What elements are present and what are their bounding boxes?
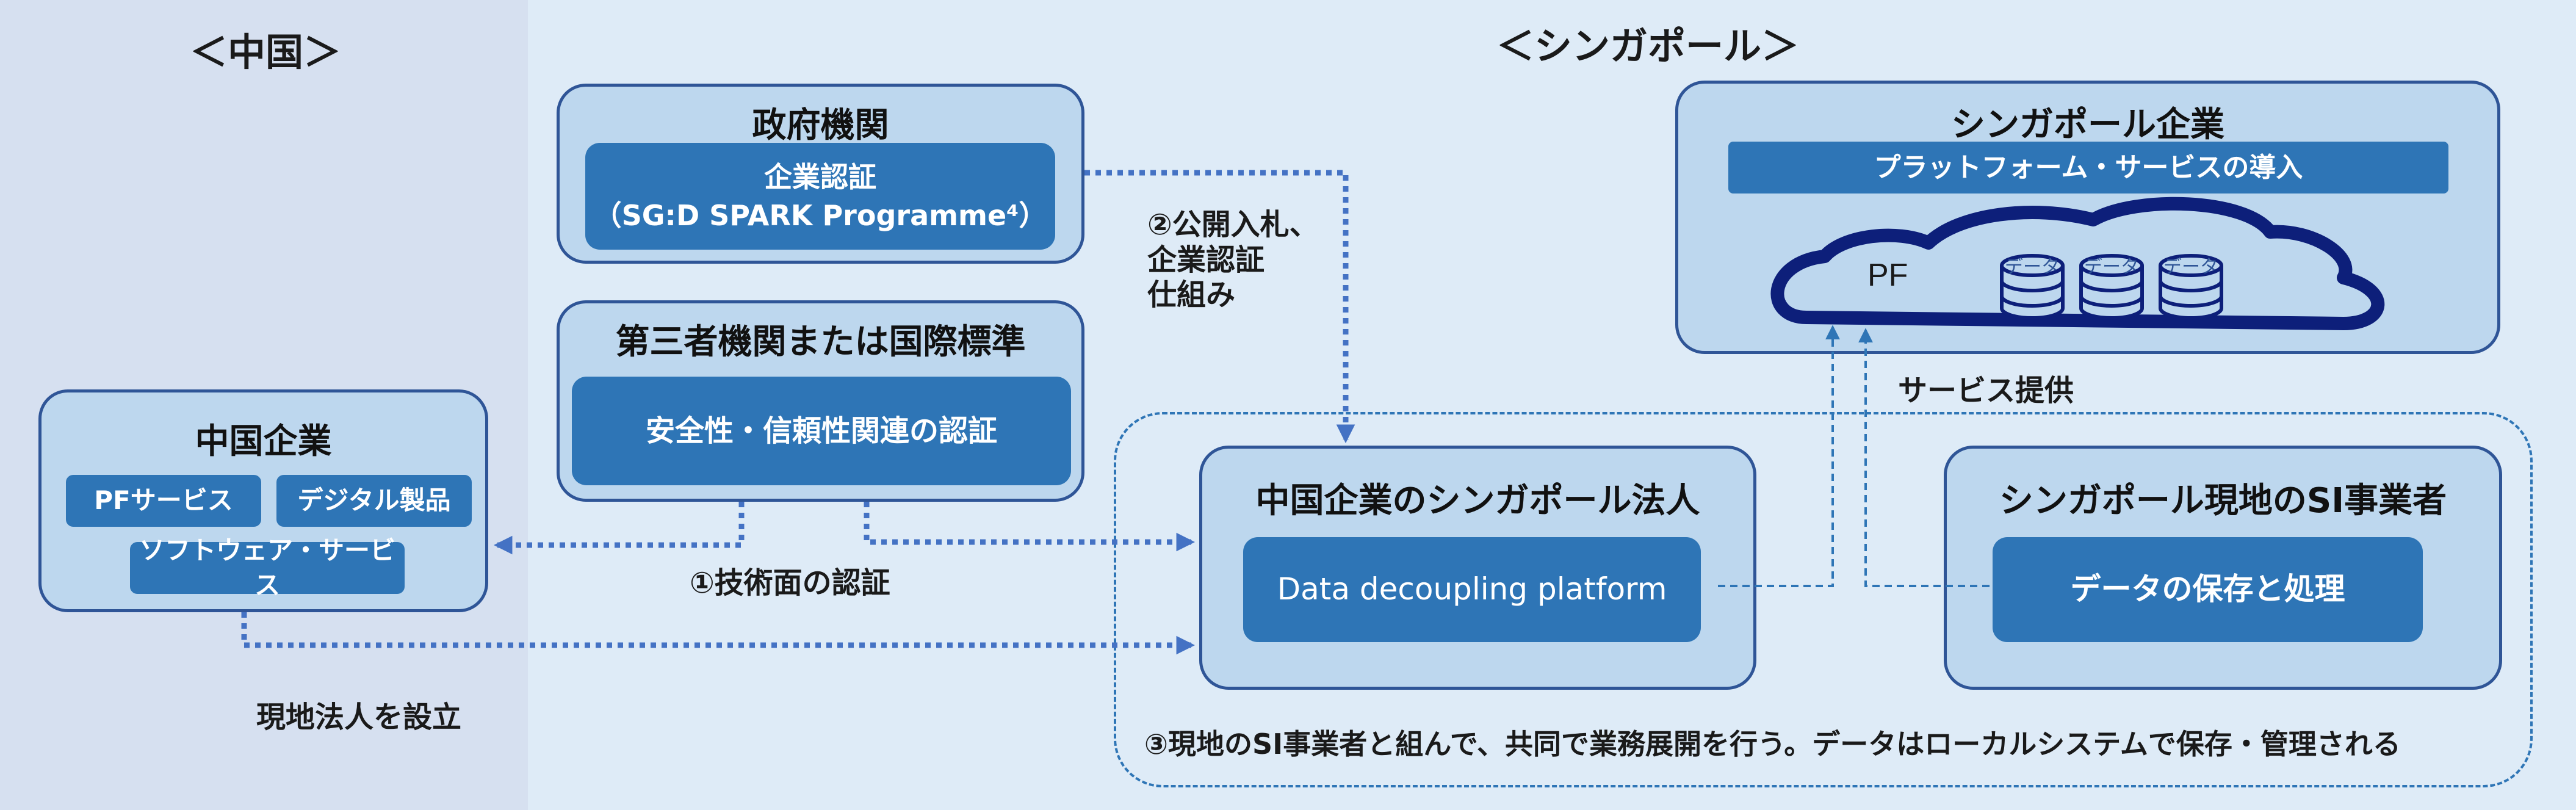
safety-certification-box: 安全性・信頼性関連の認証 <box>572 377 1071 485</box>
database-label-1: データ <box>2005 256 2060 278</box>
tech-certification-label: ①技術面の認証 <box>690 566 890 600</box>
government-panel: 政府機関 企業認証 （SG:D SPARK Programme⁴） <box>557 84 1084 264</box>
arrow-platform-to-cloud <box>1718 325 1840 587</box>
database-label-3: データ <box>2163 256 2218 278</box>
cloud-icon <box>1770 197 2385 330</box>
digital-products-box: デジタル製品 <box>276 475 472 527</box>
china-region-title: ＜中国＞ <box>189 30 341 74</box>
china-company-panel: 中国企業 PFサービス デジタル製品 ソフトウェア・サービス <box>38 389 488 612</box>
database-label-2: データ <box>2084 256 2139 278</box>
tender-label: ②公開入札、 企業認証 仕組み <box>1147 208 1319 313</box>
service-provision-label: サービス提供 <box>1898 374 2074 408</box>
collaboration-label: ③現地のSI事業者と組んで、共同で業務展開を行う。データはローカルシステムで保存… <box>1144 728 2401 761</box>
collaboration-area <box>1114 412 2533 787</box>
database-icon-1 <box>2000 254 2065 320</box>
arrow-third-party-to-entity <box>864 502 1196 552</box>
data-decoupling-platform-box: Data decoupling platform <box>1243 537 1701 642</box>
certification-label: 企業認証 <box>764 161 876 194</box>
sg-si-panel: シンガポール現地のSI事業者 データの保存と処理 <box>1944 446 2502 690</box>
arrow-china-to-entity <box>241 612 1196 655</box>
sg-si-title: シンガポール現地のSI事業者 <box>1999 481 2447 521</box>
third-party-panel: 第三者機関または国際標準 安全性・信頼性関連の認証 <box>557 300 1084 502</box>
china-sg-entity-title: 中国企業のシンガポール法人 <box>1255 481 1700 521</box>
arrow-third-party-to-china <box>493 502 745 555</box>
database-icon-2 <box>2079 254 2144 320</box>
arrow-gov-to-entity <box>1084 170 1355 444</box>
singapore-company-title: シンガポール企業 <box>1951 105 2224 145</box>
pf-label: PF <box>1867 258 1908 293</box>
local-entity-label: 現地法人を設立 <box>256 700 462 734</box>
database-icon-3 <box>2159 254 2223 320</box>
tender-label-line3: 仕組み <box>1147 278 1236 313</box>
third-party-title: 第三者機関または国際標準 <box>615 322 1026 362</box>
arrow-si-to-cloud <box>1858 328 1990 587</box>
spark-programme-label: （SG:D SPARK Programme⁴） <box>593 198 1047 232</box>
enterprise-certification-box: 企業認証 （SG:D SPARK Programme⁴） <box>585 143 1055 250</box>
tender-label-line2: 企業認証 <box>1147 242 1265 277</box>
data-storage-processing-box: データの保存と処理 <box>1993 537 2423 642</box>
pf-service-box: PFサービス <box>66 475 261 527</box>
singapore-region-title: ＜シンガポール＞ <box>1496 24 1799 68</box>
china-company-title: 中国企業 <box>195 422 332 461</box>
tender-label-line1: ②公開入札、 <box>1147 208 1319 242</box>
platform-adoption-banner: プラットフォーム・サービスの導入 <box>1728 142 2448 193</box>
china-sg-entity-panel: 中国企業のシンガポール法人 Data decoupling platform <box>1199 446 1756 690</box>
government-title: 政府機関 <box>752 106 889 145</box>
